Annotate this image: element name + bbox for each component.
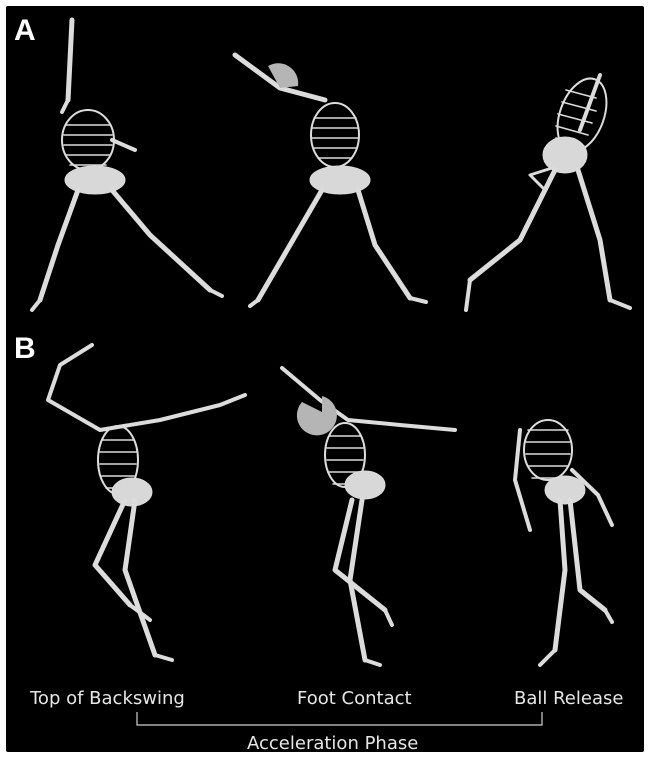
skeleton-a-backswing xyxy=(32,20,222,310)
caption-foot-contact: Foot Contact xyxy=(297,689,412,709)
ball-b-foot-contact xyxy=(297,396,337,435)
panel-label-b: B xyxy=(14,334,36,364)
skeleton-b-ball-release xyxy=(515,420,612,665)
caption-ball-release: Ball Release xyxy=(514,689,623,709)
caption-acceleration-phase: Acceleration Phase xyxy=(247,734,418,754)
panel-label-a: A xyxy=(14,16,36,46)
skeleton-a-ball-release xyxy=(466,72,630,310)
skeleton-a-foot-contact xyxy=(235,55,426,306)
acceleration-phase-bracket xyxy=(137,712,542,725)
caption-top-of-backswing: Top of Backswing xyxy=(30,689,185,709)
skeleton-b-backswing xyxy=(48,345,245,660)
